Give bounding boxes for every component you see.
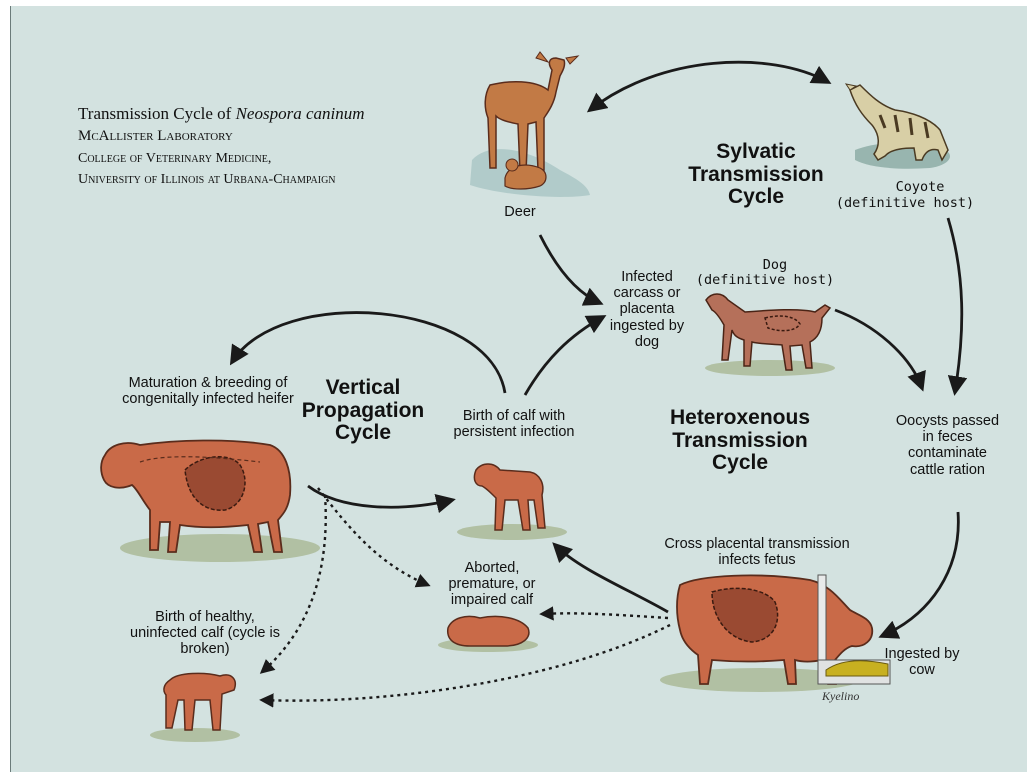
healthy-calf-illustration: [150, 673, 240, 742]
arrow-deer-coyote: [590, 62, 828, 110]
arrow-heifer-aborted: [318, 488, 428, 585]
cross-placental-label: Cross placental transmission infects fet…: [652, 536, 862, 568]
lying-calf-illustration: [438, 616, 538, 652]
birth-persistent-label: Birth of calf with persistent infection: [444, 408, 584, 440]
carcass-label: Infected carcass or placenta ingested by…: [608, 269, 686, 350]
oocysts-label: Oocysts passed in feces contaminate catt…: [890, 413, 1005, 478]
heteroxenous-cycle-title: Heteroxenous Transmission Cycle: [650, 407, 830, 475]
aborted-label: Aborted, premature, or impaired calf: [432, 560, 552, 609]
ingested-label: Ingested by cow: [882, 646, 962, 678]
coyote-illustration: [846, 84, 950, 169]
arrow-heifer-birth: [308, 486, 452, 507]
arrow-oocysts-cow: [882, 512, 958, 636]
sylvatic-cycle-title: Sylvatic Transmission Cycle: [676, 141, 836, 209]
dog-role-label: (definitive host): [690, 273, 840, 288]
arrow-coyote-oocysts: [948, 218, 962, 392]
vertical-cycle-title: Vertical Propagation Cycle: [288, 377, 438, 445]
pregnant-heifer-illustration: [101, 440, 320, 562]
arrow-deer-carcass: [540, 235, 600, 303]
dog-label: Dog: [740, 258, 810, 273]
header-university: University of Illinois at Urbana-Champai…: [78, 172, 336, 188]
maturation-label: Maturation & breeding of congenitally in…: [118, 375, 298, 407]
arrow-cow-aborted: [542, 613, 668, 618]
deer-illustration: [470, 52, 590, 197]
arrow-birth-carcass: [525, 317, 603, 395]
healthy-calf-label: Birth of healthy, uninfected calf (cycle…: [130, 609, 280, 658]
arrow-dog-oocysts: [835, 310, 922, 388]
header-college: College of Veterinary Medicine,: [78, 151, 271, 167]
deer-label: Deer: [485, 204, 555, 220]
header-title: Transmission Cycle of Neospora caninum: [78, 104, 365, 123]
header-species: Neospora caninum: [236, 104, 365, 123]
coyote-role-label: (definitive host): [830, 196, 980, 211]
header-title-prefix: Transmission Cycle of: [78, 104, 236, 123]
artist-signature: Kyelino: [822, 690, 859, 703]
dog-illustration: [705, 294, 835, 376]
header-lab: McAllister Laboratory: [78, 128, 233, 145]
coyote-label: Coyote: [870, 180, 970, 195]
standing-calf-illustration: [457, 464, 567, 540]
